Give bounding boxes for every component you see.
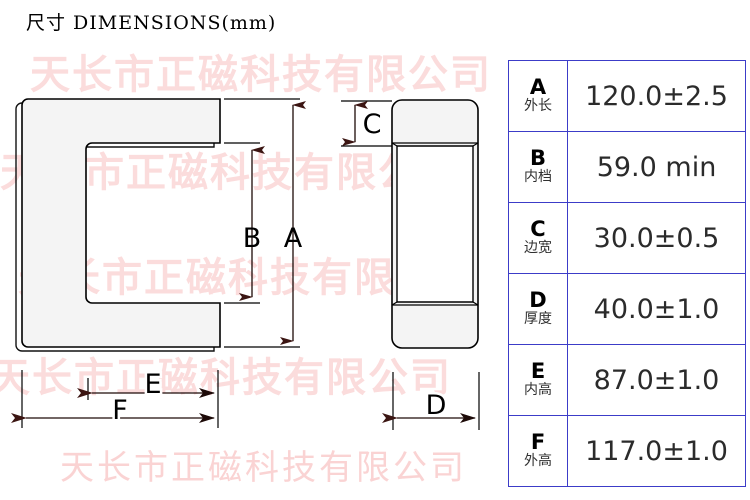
table-cell-value: 30.0±0.5 bbox=[567, 202, 746, 274]
table-cell-symbol: C 边宽 bbox=[508, 202, 568, 274]
dimension-label-F: F bbox=[112, 395, 128, 426]
dimension-label-E: E bbox=[144, 369, 161, 400]
table-cell-value: 59.0 min bbox=[567, 131, 746, 203]
symbol-letter: F bbox=[530, 430, 546, 455]
dimensions-table-body: A 外长 120.0±2.5 B 内档 59.0 min bbox=[508, 60, 746, 487]
table-cell-value: 117.0±1.0 bbox=[567, 415, 746, 487]
symbol-chinese-label: 内高 bbox=[524, 381, 552, 398]
table-row: A 外长 120.0±2.5 bbox=[508, 60, 746, 132]
symbol-letter: D bbox=[529, 288, 547, 313]
table-cell-value: 87.0±1.0 bbox=[567, 344, 746, 416]
dimension-value: 30.0±0.5 bbox=[593, 222, 720, 254]
table-row: B 内档 59.0 min bbox=[508, 131, 746, 203]
symbol-chinese-label: 内档 bbox=[524, 168, 552, 185]
symbol-letter: B bbox=[529, 146, 546, 171]
side-view-body bbox=[391, 99, 479, 349]
symbol-letter: E bbox=[530, 359, 546, 384]
dimensions-table: A 外长 120.0±2.5 B 内档 59.0 min bbox=[508, 60, 746, 487]
table-row: C 边宽 30.0±0.5 bbox=[508, 202, 746, 274]
dimension-B bbox=[224, 142, 260, 304]
front-view-body bbox=[21, 98, 221, 348]
symbol-chinese-label: 边宽 bbox=[524, 239, 552, 256]
dimension-label-D: D bbox=[426, 390, 447, 421]
table-cell-symbol: F 外高 bbox=[508, 415, 568, 487]
dimension-value: 40.0±1.0 bbox=[593, 293, 720, 325]
table-cell-value: 120.0±2.5 bbox=[567, 60, 746, 132]
dimension-value: 117.0±1.0 bbox=[585, 435, 728, 467]
symbol-chinese-label: 外长 bbox=[524, 97, 552, 114]
table-cell-value: 40.0±1.0 bbox=[567, 273, 746, 345]
table-row: E 内高 87.0±1.0 bbox=[508, 344, 746, 416]
technical-drawing: A B E F bbox=[11, 98, 480, 430]
page-title: 尺寸 DIMENSIONS(mm) bbox=[26, 12, 277, 34]
table-cell-symbol: E 内高 bbox=[508, 344, 568, 416]
table-row: F 外高 117.0±1.0 bbox=[508, 415, 746, 487]
table-cell-symbol: B 内档 bbox=[508, 131, 568, 203]
dimension-label-B: B bbox=[243, 223, 262, 254]
dimension-label-A: A bbox=[284, 223, 303, 254]
dimension-A bbox=[224, 98, 300, 348]
dimension-value: 120.0±2.5 bbox=[585, 80, 728, 112]
symbol-chinese-label: 厚度 bbox=[524, 310, 552, 327]
symbol-chinese-label: 外高 bbox=[524, 452, 552, 469]
table-cell-symbol: D 厚度 bbox=[508, 273, 568, 345]
symbol-letter: C bbox=[530, 217, 546, 242]
symbol-letter: A bbox=[529, 75, 547, 100]
table-row: D 厚度 40.0±1.0 bbox=[508, 273, 746, 345]
dimension-value: 87.0±1.0 bbox=[593, 364, 720, 396]
dimension-value: 59.0 min bbox=[596, 151, 717, 183]
dimension-label-C: C bbox=[363, 109, 382, 140]
table-cell-symbol: A 外长 bbox=[508, 60, 568, 132]
